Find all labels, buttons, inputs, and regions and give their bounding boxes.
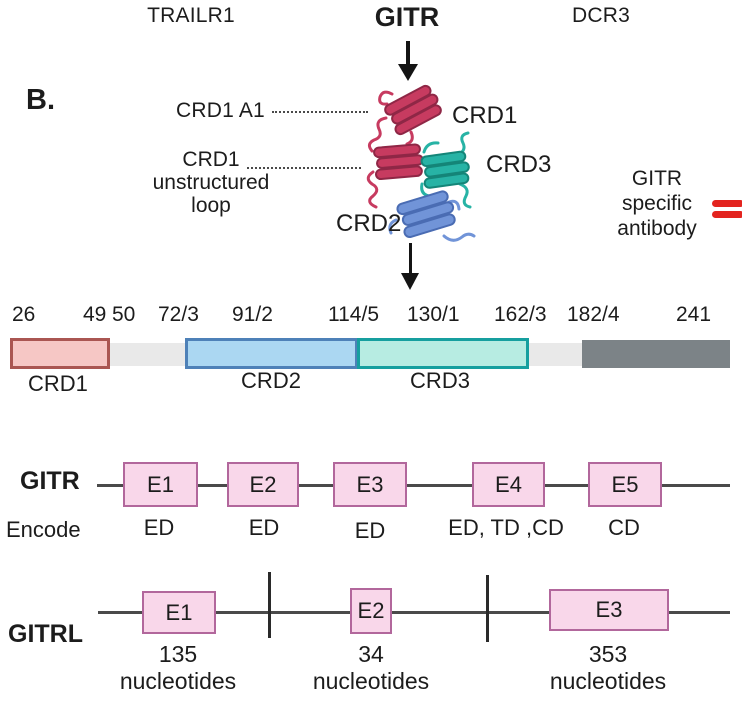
encode-e2: ED: [248, 515, 280, 540]
antibody-label: GITR specific antibody: [617, 167, 697, 240]
domain-tick-91-2: 91/2: [232, 303, 273, 326]
encode-e3: ED: [354, 518, 386, 543]
domain-tick-241: 241: [676, 303, 712, 326]
down-arrow2-head-icon: [401, 273, 419, 290]
domain-tick-114-5: 114/5: [328, 303, 379, 326]
gitr-protein-structure-illustration: [366, 84, 476, 242]
domain-segment-crd1: [10, 338, 110, 369]
gitr-gene-name: GITR: [20, 467, 80, 495]
receptor-group-left-top: FAS: [171, 0, 211, 5]
callout-crd1-a1: CRD1 A1: [176, 99, 265, 122]
domain-segment-crd2: [185, 338, 358, 369]
down-arrow-head-icon: [398, 64, 418, 81]
crd2-bundle: [396, 190, 456, 239]
domain-tick-49: 49: [83, 303, 107, 326]
domain-tick-182-4: 182/4: [567, 303, 620, 326]
gitrl-boundary-tick-2: [486, 575, 489, 642]
antibody-icon: [712, 200, 742, 218]
gitrl-gene-name: GITRL: [8, 620, 83, 648]
gitrl-e3-unit: nucleotides: [549, 668, 667, 694]
callout-dotted-line-1: [272, 111, 368, 113]
domain-tick-50: 50: [112, 303, 136, 326]
crd3-bundle: [420, 150, 470, 189]
gitrl-exon-e3: E3: [549, 589, 669, 631]
structure-label-crd1: CRD1: [452, 102, 518, 129]
domain-segment-crd3: [357, 338, 529, 369]
gitr-exon-e4: E4: [472, 462, 545, 507]
gitr-exon-e2: E2: [227, 462, 299, 507]
down-arrow-icon: [406, 41, 410, 67]
gitr-exon-e5: E5: [588, 462, 662, 507]
gitrl-gene-line: [98, 611, 730, 614]
receptor-group-center-top: CD40: [380, 0, 435, 5]
domain-tick-130-1: 130/1: [407, 303, 460, 326]
receptor-group-right-top: TRAILR3: [557, 0, 645, 5]
gitrl-exon-e2: E2: [350, 588, 392, 634]
gitr-exon-e1: E1: [123, 462, 198, 507]
structure-label-crd3: CRD3: [486, 151, 552, 178]
gitrl-exon-e1: E1: [142, 591, 216, 634]
domain-tick-72-3: 72/3: [158, 303, 199, 326]
domain-tick-162-3: 162/3: [494, 303, 547, 326]
domain-label-crd3: CRD3: [410, 368, 470, 393]
gitrl-e3-count: 353: [588, 641, 628, 667]
receptor-group-center-bottom: GITR: [374, 2, 440, 32]
gitr-gene-line: [97, 484, 730, 487]
domain-segment-tail: [582, 340, 730, 368]
gitrl-e1-unit: nucleotides: [119, 668, 237, 694]
encode-e5: CD: [608, 515, 640, 540]
structure-label-crd2: CRD2: [336, 210, 402, 237]
crd1-mid-bundle: [373, 143, 424, 181]
encode-e1: ED: [143, 515, 175, 540]
receptor-group-left-bottom: TRAILR1: [147, 4, 235, 27]
callout-dotted-line-2: [247, 167, 361, 169]
domain-label-crd1: CRD1: [28, 371, 88, 396]
domain-tick-26: 26: [12, 303, 36, 326]
encode-row-label: Encode: [6, 517, 81, 542]
gitrl-e2-count: 34: [358, 641, 384, 667]
panel-b-label: B.: [26, 84, 55, 116]
gitrl-boundary-tick-1: [268, 572, 271, 638]
gitrl-e2-unit: nucleotides: [312, 668, 430, 694]
encode-e4: ED, TD ,CD: [448, 515, 564, 540]
crd1-top-bundle: [384, 84, 442, 136]
domain-label-crd2: CRD2: [241, 368, 301, 393]
down-arrow2-icon: [409, 243, 412, 275]
callout-unstructured-loop: CRD1 unstructured loop: [152, 148, 270, 217]
gitrl-e1-count: 135: [158, 641, 198, 667]
receptor-group-right-bottom: DCR3: [572, 4, 630, 27]
gitr-exon-e3: E3: [333, 462, 407, 507]
